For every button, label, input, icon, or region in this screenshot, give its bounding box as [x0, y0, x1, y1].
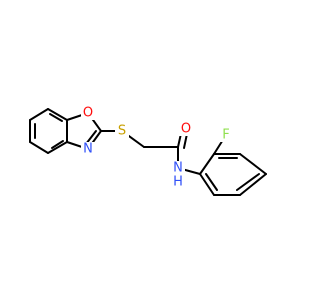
bond-benzo-double-3 [49, 113, 63, 122]
bond-phenyl-6 [199, 173, 215, 196]
bond-phenyl-4 [239, 173, 267, 196]
bond-phenyl-1 [199, 153, 215, 175]
bond-benzo-4 [47, 141, 68, 154]
bond-benzo-1 [29, 108, 49, 121]
molecule-structure: O N S O N H [29, 106, 267, 196]
atom-label-h2: H [173, 175, 183, 190]
bonds [29, 108, 267, 196]
atom-o2: O [179, 122, 193, 137]
atom-n1: N [81, 142, 95, 157]
bond-benzo-double-2 [51, 140, 64, 149]
bond-benzo-3 [29, 141, 49, 154]
atom-label-o1: O [83, 106, 93, 121]
atom-label-n1: N [83, 142, 93, 157]
atom-o1: O [81, 106, 95, 121]
bond-phenyl-double-2 [236, 173, 260, 191]
atom-label-f1: F [222, 128, 229, 143]
atom-labels: O N S O N H [81, 106, 233, 190]
atom-label-n2: N [173, 161, 183, 176]
atom-h2: H [171, 175, 185, 190]
atom-f1: F [219, 128, 233, 143]
bond-phenyl-3 [239, 153, 267, 175]
atom-n2: N [171, 161, 185, 176]
molecule-canvas: O N S O N H [29, 105, 267, 196]
atom-label-s1: S [118, 124, 126, 139]
bond-phenyl-double-3 [205, 173, 218, 191]
bond-benzo-6 [47, 108, 68, 121]
atom-label-o2: O [181, 122, 191, 137]
bond-c2-n1-inner [85, 130, 97, 145]
atom-s1: S [115, 124, 129, 139]
